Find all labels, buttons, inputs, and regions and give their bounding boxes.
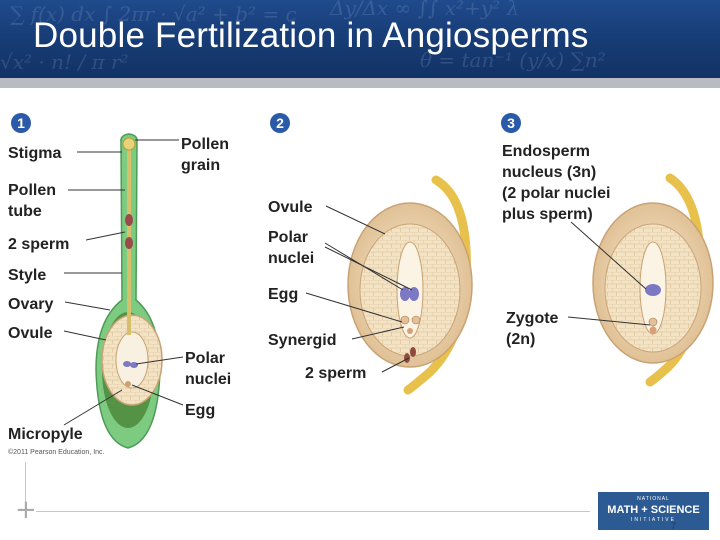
synergid	[401, 316, 409, 324]
sperm-cell	[125, 237, 133, 249]
label-zygote: Zygote	[506, 310, 559, 327]
logo-line: NATIONAL	[598, 496, 709, 502]
label-pollen-grain: Pollen	[181, 136, 229, 153]
slide-header: ∑ f(x) dx ∫ 2πr · √a² + b² = c Δy/Δx ∞ ∫…	[0, 0, 720, 78]
label-polar-nuclei: Polar	[185, 350, 225, 367]
polar-nucleus	[130, 362, 138, 368]
label-ovule: Ovule	[8, 325, 53, 342]
label-endosperm: (2 polar nuclei	[502, 185, 610, 202]
sperm-cell	[410, 347, 416, 357]
label-polar-nuclei: nuclei	[268, 250, 314, 267]
plus-icon: +	[15, 496, 37, 524]
label-two-sperm: 2 sperm	[8, 236, 69, 253]
label-polar-nuclei: Polar	[268, 229, 308, 246]
label-ovary: Ovary	[8, 296, 53, 313]
sperm-cell	[404, 353, 410, 363]
label-egg: Egg	[268, 286, 298, 303]
polar-nucleus	[123, 361, 131, 367]
logo-line: INITIATIVE	[598, 517, 709, 523]
label-endosperm: Endosperm	[502, 143, 590, 160]
label-egg: Egg	[185, 402, 215, 419]
label-endosperm: plus sperm)	[502, 206, 593, 223]
label-stigma: Stigma	[8, 145, 61, 162]
label-pollen-tube: tube	[8, 203, 42, 220]
footer-rule	[36, 511, 590, 512]
sperm-cell	[125, 214, 133, 226]
nms-logo: NATIONAL MATH + SCIENCE INITIATIVE	[598, 492, 709, 530]
label-ovule: Ovule	[268, 199, 313, 216]
synergid	[412, 316, 420, 324]
label-zygote: (2n)	[506, 331, 535, 348]
endosperm-nucleus	[645, 284, 661, 296]
label-endosperm: nucleus (3n)	[502, 164, 596, 181]
step-number-3: 3	[507, 115, 515, 131]
egg-cell	[125, 381, 131, 387]
label-style: Style	[8, 267, 46, 284]
slide-title: Double Fertilization in Angiosperms	[33, 16, 589, 56]
egg-cell	[407, 328, 413, 334]
page-number: 7	[671, 521, 676, 531]
label-polar-nuclei: nuclei	[185, 371, 231, 388]
copyright-credit: ©2011 Pearson Education, Inc.	[8, 448, 105, 456]
label-synergid: Synergid	[268, 332, 336, 349]
zygote-cell	[650, 327, 657, 334]
label-pollen-tube: Pollen	[8, 182, 56, 199]
label-micropyle: Micropyle	[8, 426, 83, 443]
pollen-grain	[123, 138, 135, 150]
embryo-sac	[116, 332, 148, 388]
logo-line: MATH + SCIENCE	[598, 504, 709, 516]
step-number-1: 1	[17, 115, 25, 131]
header-divider	[0, 78, 720, 88]
synergid	[649, 318, 657, 326]
step-number-2: 2	[276, 115, 284, 131]
label-pollen-grain: grain	[181, 157, 220, 174]
panel-3-labels: Endosperm nucleus (3n) (2 polar nuclei p…	[502, 143, 610, 348]
double-fertilization-diagram: 1 Stigma Pollen grain Pollen tube	[0, 88, 720, 540]
label-two-sperm: 2 sperm	[305, 365, 366, 382]
